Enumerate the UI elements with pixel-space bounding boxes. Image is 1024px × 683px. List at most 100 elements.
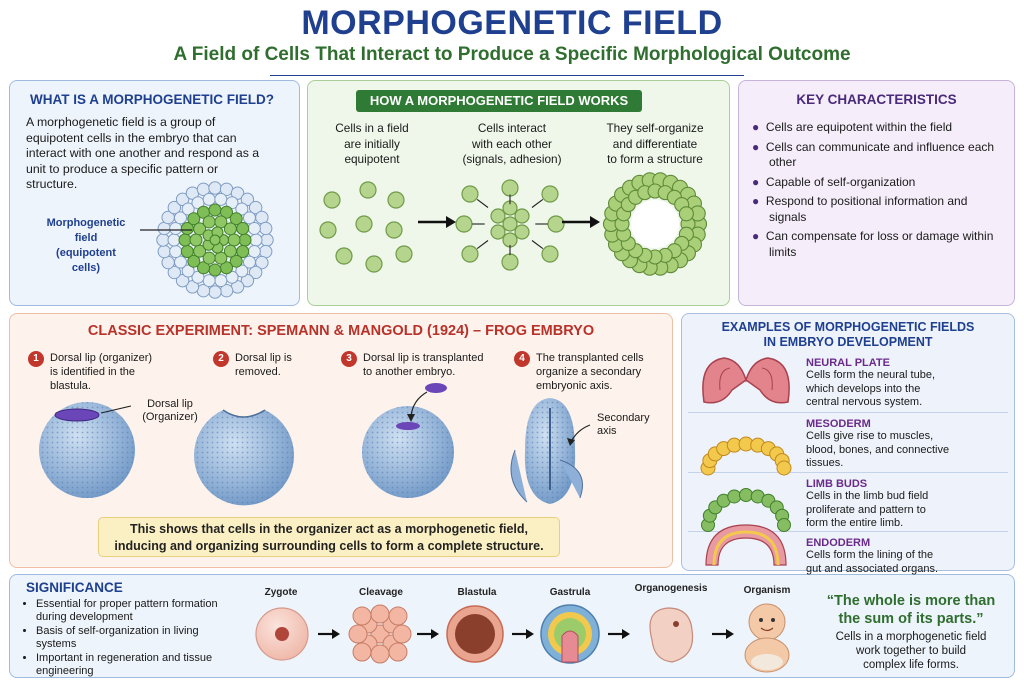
stage-label: Cleavage (359, 587, 403, 598)
what-label: Morphogenetic field (equipotent cells) (36, 216, 136, 276)
how-col1-line: equipotent (344, 152, 400, 166)
field-cell (229, 212, 243, 226)
step-number-badge: 3 (341, 351, 357, 367)
signal-arrow (531, 240, 544, 250)
how-col1: Cells in a field are initially equipoten… (312, 121, 432, 168)
blastula-lip-removed (194, 409, 294, 506)
cell-dot (541, 245, 559, 263)
field-cell (242, 211, 256, 225)
significance-item: Basis of self-organization in living sys… (36, 625, 234, 650)
dorsal-lip-label: Dorsal lip(Organizer) (142, 398, 198, 423)
field-cell (227, 233, 241, 247)
arrow-right-icon (562, 216, 600, 228)
field-cell (191, 270, 205, 284)
examples-illustrations (700, 357, 792, 566)
field-cell (248, 265, 263, 280)
what-label-line: Morphogenetic (46, 217, 126, 229)
field-cell (167, 200, 182, 215)
stage-label: Organism (743, 585, 791, 596)
key-heading: KEY CHARACTERISTICS (796, 92, 957, 107)
step-1-text: Dorsal lip (organizer)is identified in t… (50, 352, 153, 392)
cell-dot (461, 185, 479, 203)
cell-dot (455, 215, 473, 233)
how-col2-line: with each other (471, 136, 552, 151)
significance-list: Essential for proper pattern formation d… (24, 598, 234, 681)
cell-dot (490, 208, 506, 224)
cell-dot (335, 247, 353, 265)
field-cell (193, 222, 207, 236)
limb-buds-illustration (701, 488, 791, 532)
examples-divider (688, 412, 1008, 413)
signal-arrow (476, 240, 489, 250)
how-col3-line: to form a structure (607, 152, 703, 166)
stage-label: Gastrula (549, 587, 591, 598)
mesoderm-cell (776, 460, 792, 476)
field-cell (175, 273, 190, 288)
key-item: ● Cells can communicate and influence ea… (752, 139, 995, 170)
how-col3: They self-organize and differentiate to … (585, 121, 725, 168)
title-underline (270, 75, 744, 76)
cell-dot (359, 181, 377, 199)
double-axis-embryo (510, 398, 591, 504)
cell-dot (395, 245, 413, 263)
field-cell (202, 274, 216, 288)
arrow-right-icon (712, 629, 734, 639)
how-heading-badge: HOW A MORPHOGENETIC FIELD WORKS (356, 90, 642, 112)
cleavage-icon (348, 604, 412, 664)
cell-dot (355, 215, 373, 233)
mesoderm-illustration (700, 436, 792, 476)
cleavage-cell (370, 644, 390, 664)
gastrula-icon (540, 604, 600, 664)
how-col2-line: Cells interact (477, 121, 547, 135)
limb-bud-cell (777, 518, 791, 532)
cleavage-cell (388, 642, 408, 662)
how-col2-line: (signals, adhesion) (462, 152, 562, 166)
cell-dot (547, 215, 565, 233)
cleavage-cell (348, 624, 368, 644)
field-cell (202, 192, 216, 206)
examples-divider (688, 472, 1008, 473)
cell-dot (502, 232, 518, 248)
stage-label: Blastula (457, 587, 497, 598)
cell-dot (502, 216, 518, 232)
field-cell (223, 244, 237, 258)
what-label-line: field (74, 232, 98, 244)
cell-dot (501, 179, 519, 197)
how-col1-line: Cells in a field (335, 121, 409, 135)
what-heading: WHAT IS A MORPHOGENETIC FIELD? (30, 92, 274, 107)
page-title: MORPHOGENETIC FIELD (301, 4, 723, 42)
field-cell (236, 222, 250, 236)
cell-dot (541, 185, 559, 203)
limb-bud-cell (739, 488, 753, 502)
cell-dot (323, 191, 341, 209)
field-cell (189, 233, 203, 247)
field-cell (202, 251, 216, 265)
stage-label: Zygote (264, 587, 298, 598)
cell-dot (514, 208, 530, 224)
cell-dot (387, 191, 405, 209)
step-number-badge: 4 (514, 351, 530, 367)
field-cell (208, 181, 222, 195)
experiment-conclusion-note: This shows that cells in the organizer a… (98, 517, 560, 557)
field-cell-cluster (140, 181, 274, 299)
experiment-heading: CLASSIC EXPERIMENT: SPEMANN & MANGOLD (1… (87, 323, 595, 339)
cleavage-cell (392, 624, 412, 644)
field-cell (214, 274, 228, 288)
field-cell (249, 233, 263, 247)
arrow-right-icon (608, 629, 630, 639)
field-cell (178, 233, 192, 247)
field-cell (174, 211, 188, 225)
field-cell (214, 251, 228, 265)
field-cell (167, 233, 181, 247)
arrow-right-icon (512, 629, 534, 639)
cell-dot (490, 224, 506, 240)
signal-arrow (476, 198, 489, 208)
stage-label: Organogenesis (634, 583, 708, 594)
field-cell (247, 221, 261, 235)
cell-dot (385, 221, 403, 239)
field-cell (181, 264, 195, 278)
arrow-right-icon (417, 629, 439, 639)
step-number-badge: 2 (213, 351, 229, 367)
